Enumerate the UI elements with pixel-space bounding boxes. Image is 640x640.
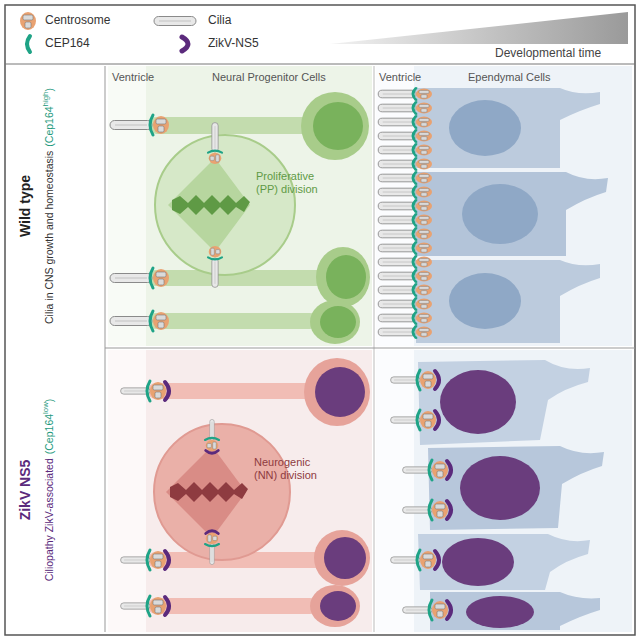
axis-label: Developmental time bbox=[495, 47, 601, 61]
division-label: Neurogenic (NN) division bbox=[254, 456, 334, 481]
condition-label: Wild type bbox=[17, 175, 33, 237]
condition-note: low bbox=[41, 402, 50, 414]
condition-label: ZikV NS5 bbox=[17, 460, 33, 521]
rotated-label: ZikV NS5 bbox=[18, 460, 33, 521]
rotated-label: Ciliopathy ZikV-associated (Cep164low) bbox=[42, 399, 55, 582]
condition-note: ) bbox=[43, 399, 55, 403]
legend-label: ZikV-NS5 bbox=[208, 37, 259, 51]
condition-note: (Cep164 bbox=[43, 414, 55, 454]
legend-label: Centrosome bbox=[45, 14, 110, 28]
region-label: Ventricle bbox=[112, 71, 154, 84]
region-label: Neural Progenitor Cells bbox=[212, 71, 326, 84]
rotated-label: Cilia in CNS growth and homeostasis (Cep1… bbox=[42, 88, 55, 324]
condition-note: (Cep164 bbox=[43, 106, 55, 146]
region-label: Ependymal Cells bbox=[468, 71, 551, 84]
division-label: Proliferative (PP) division bbox=[256, 170, 336, 195]
condition-note: Cilia in CNS growth and homeostasis bbox=[43, 151, 55, 324]
condition-note: high bbox=[41, 92, 50, 107]
legend-label: Cilia bbox=[208, 14, 231, 28]
condition-note: Ciliopathy ZikV-associated bbox=[43, 458, 55, 581]
rotated-label: Wild type bbox=[18, 175, 33, 237]
region-label: Ventricle bbox=[379, 71, 421, 84]
condition-note: ) bbox=[43, 88, 55, 92]
legend-label: CEP164 bbox=[45, 37, 90, 51]
